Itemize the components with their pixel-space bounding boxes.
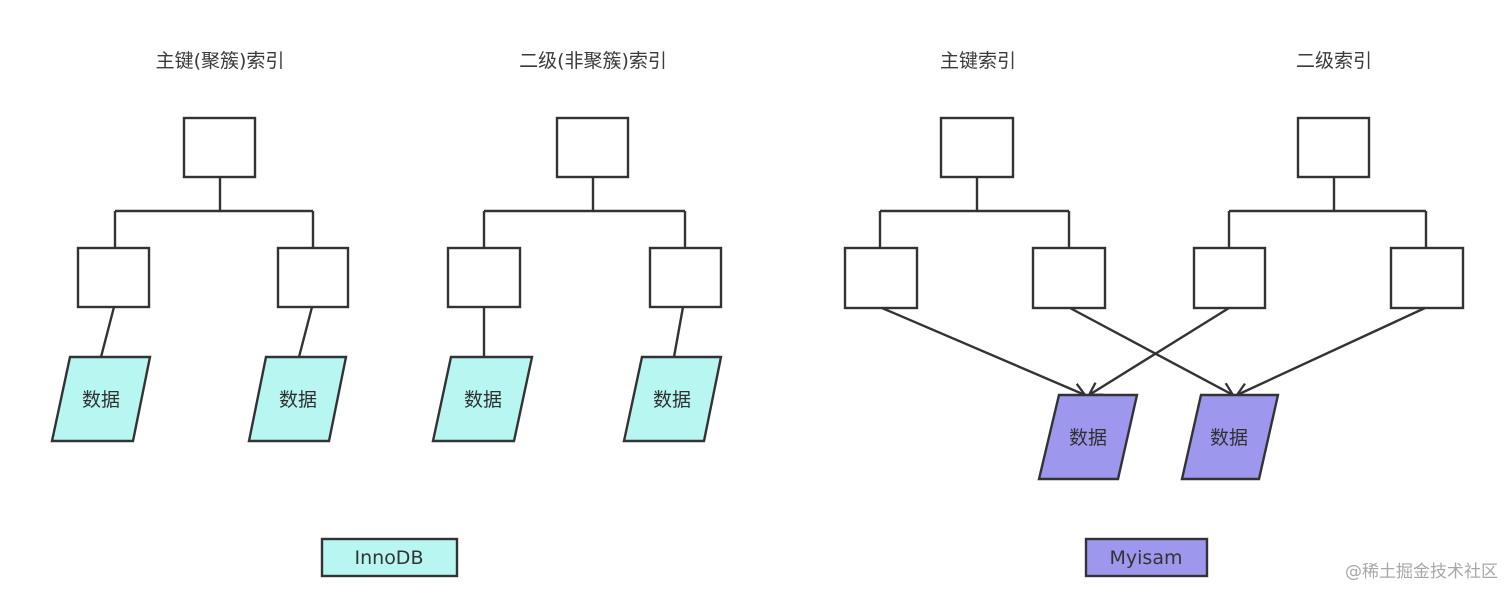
myisam-data-block-right xyxy=(1180,393,1280,481)
myisam-primary-leaf-right xyxy=(1031,246,1107,310)
myisam-primary-branch-lines xyxy=(878,177,1071,248)
myisam-primary-leaf-left xyxy=(843,246,919,310)
myisam-secondary-index-tree xyxy=(1192,116,1465,310)
innodb-secondary-leaf-left xyxy=(446,246,522,309)
innodb-primary-index-title: 主键(聚簇)索引 xyxy=(156,50,285,72)
innodb-primary-left-data-link xyxy=(99,306,116,358)
innodb-primary-data-label-left: 数据 xyxy=(82,389,120,411)
myisam-data-label-left: 数据 xyxy=(1069,427,1107,449)
myisam-secondary-branch-lines xyxy=(1227,177,1428,248)
innodb-secondary-index-tree: 数据 数据 xyxy=(431,116,723,443)
watermark-text: @稀土掘金技术社区 xyxy=(1345,562,1498,582)
innodb-legend-box xyxy=(320,537,459,578)
innodb-secondary-leaf-right xyxy=(648,246,723,309)
myisam-legend-box xyxy=(1084,537,1209,578)
innodb-primary-leaf-left xyxy=(76,246,151,309)
innodb-secondary-data-block-left xyxy=(431,355,534,443)
innodb-legend-label: InnoDB xyxy=(355,547,424,569)
innodb-primary-right-data-link xyxy=(297,306,314,358)
innodb-primary-data-block-right xyxy=(247,355,348,443)
myisam-primary-index-title: 主键索引 xyxy=(940,50,1016,72)
myisam-legend: Myisam xyxy=(1084,537,1209,578)
innodb-secondary-data-label-right: 数据 xyxy=(653,389,691,411)
innodb-secondary-branch-lines xyxy=(482,177,687,248)
myisam-secondary-index-title: 二级索引 xyxy=(1296,50,1372,72)
innodb-primary-branch-lines xyxy=(113,177,315,248)
myisam-data-block-left xyxy=(1037,393,1139,481)
myisam-data-blocks: 数据 数据 xyxy=(1037,393,1280,481)
myisam-data-label-right: 数据 xyxy=(1210,427,1248,449)
innodb-secondary-data-label-left: 数据 xyxy=(464,389,502,411)
myisam-secondary-leaf-right xyxy=(1389,246,1465,310)
innodb-secondary-right-data-link xyxy=(672,306,685,358)
myisam-secondary-leaf-left xyxy=(1192,246,1267,310)
innodb-secondary-root-node xyxy=(555,116,630,179)
myisam-data-pointers xyxy=(881,306,1426,398)
innodb-primary-root-node xyxy=(182,116,257,179)
secondary-right-to-data-right-arrow xyxy=(1234,306,1426,398)
primary-right-to-data-right-arrow xyxy=(1069,306,1236,397)
innodb-primary-leaf-right xyxy=(276,246,350,309)
innodb-primary-index-tree: 数据 数据 xyxy=(50,116,350,443)
innodb-legend: InnoDB xyxy=(320,537,459,578)
innodb-primary-data-block-left xyxy=(50,355,152,443)
myisam-primary-root-node xyxy=(939,116,1015,179)
myisam-primary-index-tree xyxy=(843,116,1107,310)
myisam-legend-label: Myisam xyxy=(1110,547,1183,569)
myisam-secondary-root-node xyxy=(1296,116,1371,179)
innodb-secondary-data-block-right xyxy=(622,355,723,443)
innodb-primary-data-label-right: 数据 xyxy=(279,389,317,411)
primary-left-to-data-left-arrow xyxy=(881,306,1088,398)
secondary-left-to-data-left-arrow xyxy=(1087,306,1230,397)
innodb-secondary-index-title: 二级(非聚簇)索引 xyxy=(519,50,667,72)
